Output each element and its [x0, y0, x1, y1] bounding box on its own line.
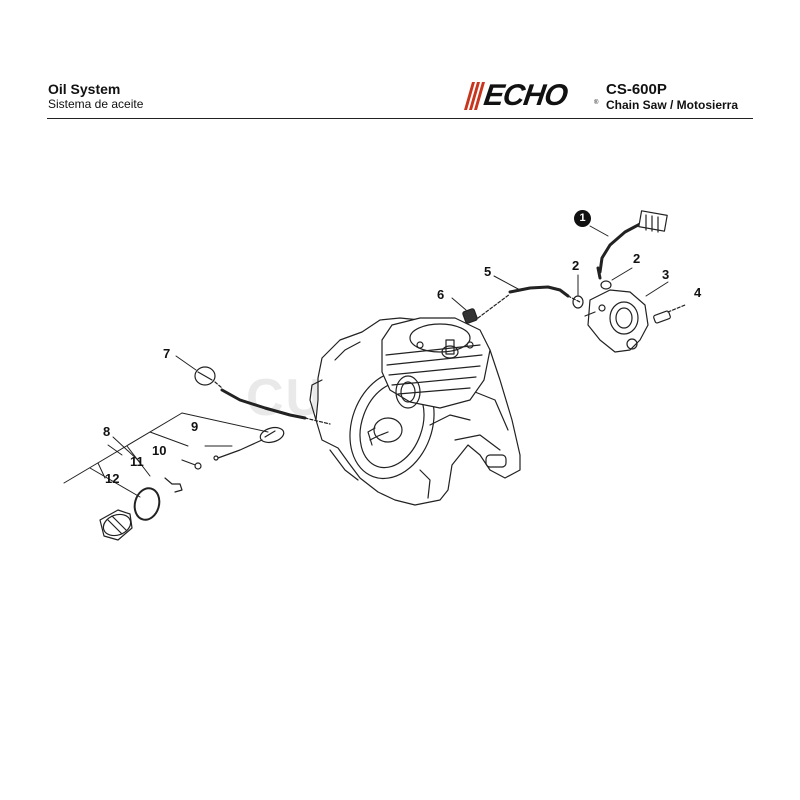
part-7-oil-filter — [194, 366, 331, 425]
part-8-oil-cap — [99, 509, 133, 541]
header-right: CS-600P Chain Saw / Motosierra — [606, 81, 738, 113]
callout-4: 4 — [694, 285, 702, 300]
header-left: Oil System Sistema de aceite — [48, 81, 143, 112]
part-2b-o-ring — [600, 280, 612, 290]
part-11-clip — [164, 477, 183, 493]
cylinder-head — [381, 317, 491, 409]
page-title: Oil System — [48, 81, 121, 97]
header-divider — [47, 118, 753, 119]
part-3-oil-pump — [584, 289, 649, 353]
callout-bracket — [63, 412, 269, 498]
callout-2a: 2 — [572, 258, 580, 273]
callout-3: 3 — [662, 267, 670, 282]
part-12-o-ring — [133, 487, 161, 521]
part-5-oil-hose — [477, 285, 581, 319]
part-6-connector — [462, 308, 478, 324]
model-number: CS-600P — [606, 81, 667, 98]
callout-1: 1 — [574, 210, 591, 227]
model-description: Chain Saw / Motosierra — [606, 98, 739, 112]
callout-8: 8 — [103, 424, 111, 439]
callout-7: 7 — [163, 346, 171, 361]
part-10-pin — [181, 459, 202, 470]
part-2a-o-ring — [572, 295, 584, 309]
part-1-hose-filter — [596, 210, 668, 280]
echo-logo-stripes-icon — [464, 82, 485, 110]
callout-9: 9 — [191, 419, 199, 434]
callout-10: 10 — [152, 443, 167, 458]
part-9-cap-strap — [213, 426, 285, 461]
callout-6: 6 — [437, 287, 445, 302]
callout-2b: 2 — [633, 251, 641, 266]
callout-5: 5 — [484, 264, 492, 279]
part-4-screw — [653, 304, 686, 324]
page-subtitle: Sistema de aceite — [48, 97, 144, 111]
callout-11: 11 — [130, 454, 144, 469]
callout-12: 12 — [105, 471, 120, 486]
